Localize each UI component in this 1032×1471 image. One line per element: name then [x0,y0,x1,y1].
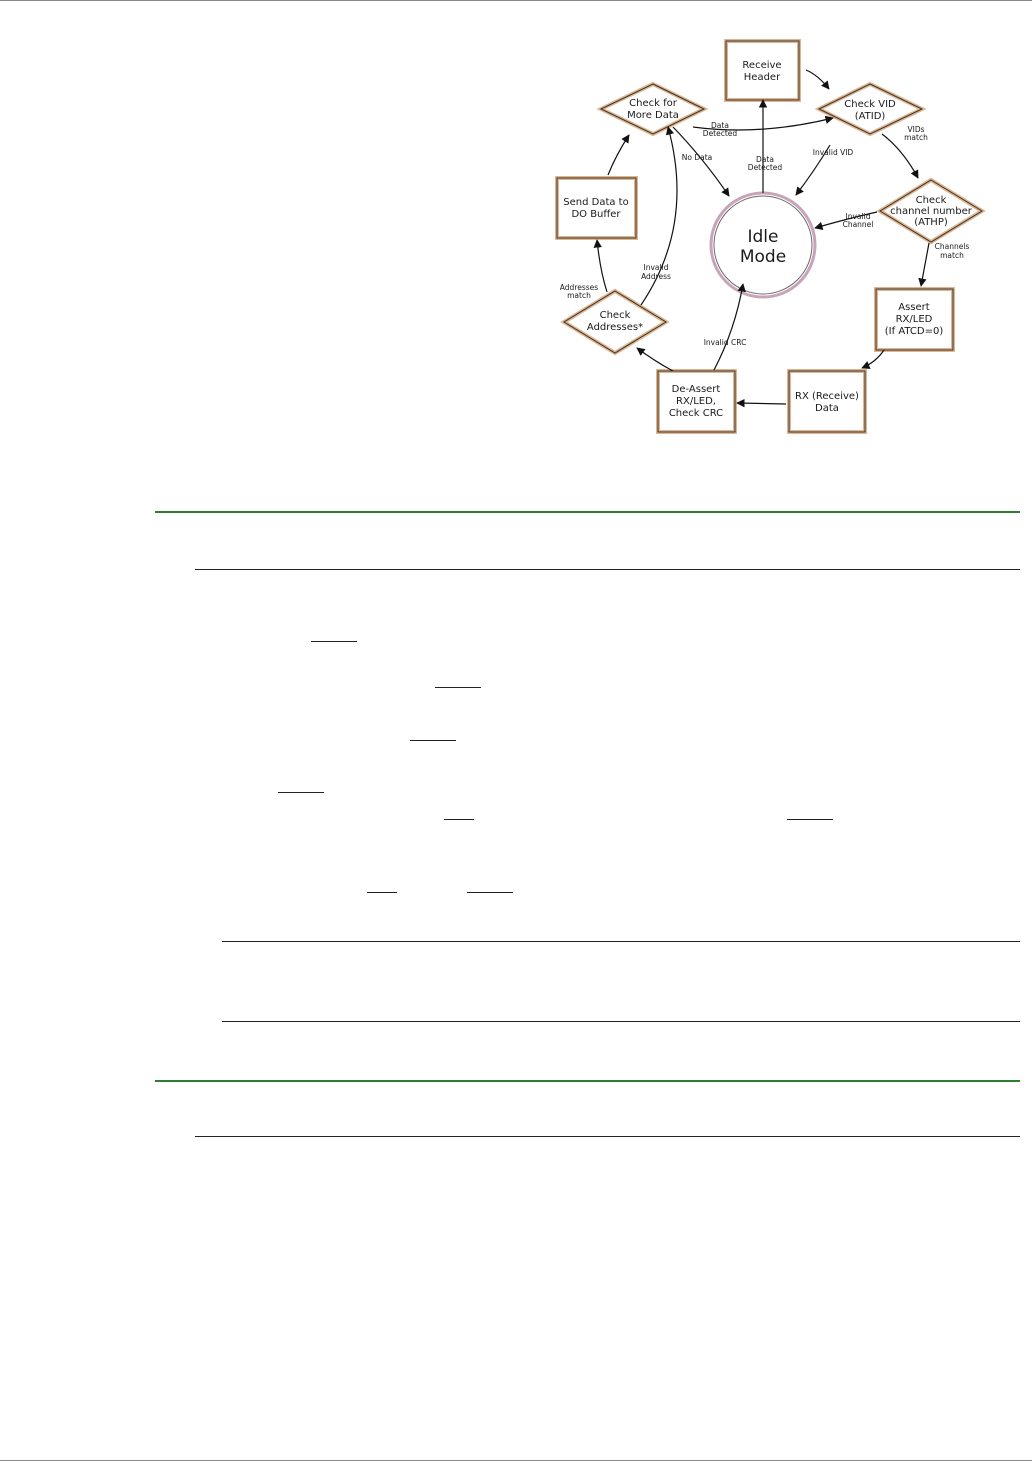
underline-mark [278,792,324,793]
check-vid-node: Check VID (ATID) [814,81,927,137]
underline-mark [311,641,357,642]
check-more-data-node: Check for More Data [596,81,709,137]
invalid-crc-label: Invalid CRC [704,338,747,347]
page-bottom-rule [0,1460,1032,1461]
edge-labels: Data Detected Data Detected No Data Inva… [560,121,970,347]
svg-text:Assert: Assert [898,302,930,313]
svg-text:Check VID: Check VID [844,99,896,110]
invalid-vid-label: Invalid VID [813,148,854,157]
svg-text:RX (Receive): RX (Receive) [795,391,859,402]
vids-match-label: match [904,133,928,142]
underline-mark [410,740,456,741]
invalid-address-label: Address [641,272,671,281]
no-data-label: No Data [682,153,713,162]
heading-underline [195,1136,1020,1137]
heading-underline [195,569,1020,570]
data-detected-label: Detected [703,129,738,138]
svg-text:Check: Check [600,310,631,321]
page-top-rule [0,0,1032,1]
note-top-rule [222,941,1020,942]
svg-text:De-Assert: De-Assert [672,384,721,395]
underline-mark [444,819,474,820]
svg-text:(If ATCD=0): (If ATCD=0) [885,326,944,337]
section-divider [155,1080,1020,1082]
svg-text:channel number: channel number [890,206,973,217]
idle-mode-label: Idle [748,227,779,247]
svg-text:Check for: Check for [629,98,678,109]
assert-rx-node: Assert RX/LED (If ATCD=0) [874,287,955,352]
svg-text:DO Buffer: DO Buffer [571,209,621,220]
channels-match-label: Channels [935,242,970,251]
invalid-channel-label: Invalid [846,212,871,221]
rx-data-node: RX (Receive) Data [787,369,867,434]
svg-text:Check: Check [916,195,947,206]
receive-header-node: Receive Header [724,39,801,102]
svg-text:Receive: Receive [742,60,781,71]
svg-text:RX/LED,: RX/LED, [676,396,716,407]
svg-text:Addresses*: Addresses* [587,322,643,333]
section-divider [155,511,1020,513]
check-addresses-node: Check Addresses* [560,288,670,356]
vids-match-label: VIDs [907,125,924,134]
deassert-node: De-Assert RX/LED, Check CRC [656,369,737,434]
addresses-match-label: Addresses [560,283,598,292]
underline-mark [787,819,833,820]
idle-mode-label: Mode [740,247,786,267]
svg-text:Data: Data [815,403,839,414]
underline-mark [435,687,481,688]
send-data-node: Send Data to DO Buffer [555,176,638,240]
invalid-address-label: Invalid [644,263,669,272]
data-detected-label: Detected [748,163,783,172]
invalid-channel-label: Channel [843,220,874,229]
data-detected-label: Data [756,155,774,164]
data-detected-label: Data [711,121,729,130]
idle-mode-node: Idle Mode [709,191,817,299]
check-channel-node: Check channel number (ATHP) [876,177,986,245]
svg-text:(ATID): (ATID) [855,111,886,122]
svg-text:More Data: More Data [627,110,679,121]
svg-text:Send Data to: Send Data to [563,197,628,208]
underline-mark [467,892,513,893]
underline-mark [367,892,397,893]
channels-match-label: match [940,251,964,260]
addresses-match-label: match [567,291,591,300]
note-bottom-rule [222,1021,1020,1022]
svg-text:Check CRC: Check CRC [669,408,723,419]
svg-text:(ATHP): (ATHP) [914,217,948,228]
svg-text:RX/LED: RX/LED [896,314,933,325]
transition-arrows [593,69,930,408]
svg-text:Header: Header [744,72,781,83]
receive-mode-state-diagram: Idle Mode Receive Header Send Data to DO… [555,39,986,434]
